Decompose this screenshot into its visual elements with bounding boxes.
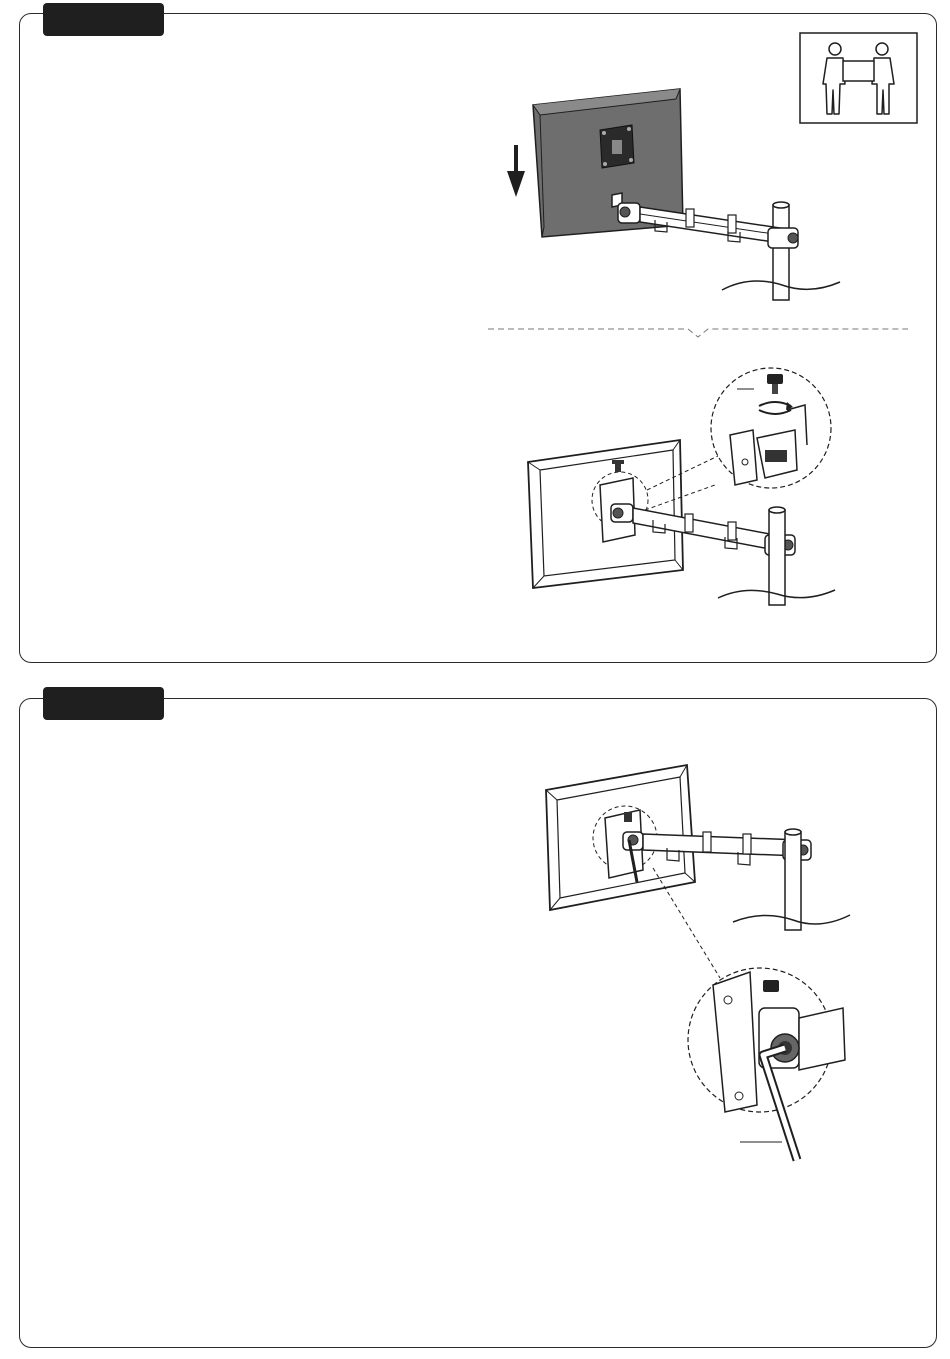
screw-detail-callout <box>711 368 831 488</box>
tension-detail-callout <box>688 968 845 1160</box>
monitor-lowered-figure <box>500 85 860 305</box>
step-tab-2 <box>43 687 164 720</box>
figure-separator <box>488 325 908 341</box>
step-tab-1 <box>43 3 164 36</box>
vesa-plate <box>600 125 634 168</box>
lock-screw-figure <box>525 360 840 610</box>
instructions-area-2 <box>45 745 485 1305</box>
down-arrow-icon <box>507 145 525 197</box>
instructions-area-1 <box>45 60 465 620</box>
hex-key-figure <box>545 760 855 1180</box>
pole <box>722 202 840 300</box>
